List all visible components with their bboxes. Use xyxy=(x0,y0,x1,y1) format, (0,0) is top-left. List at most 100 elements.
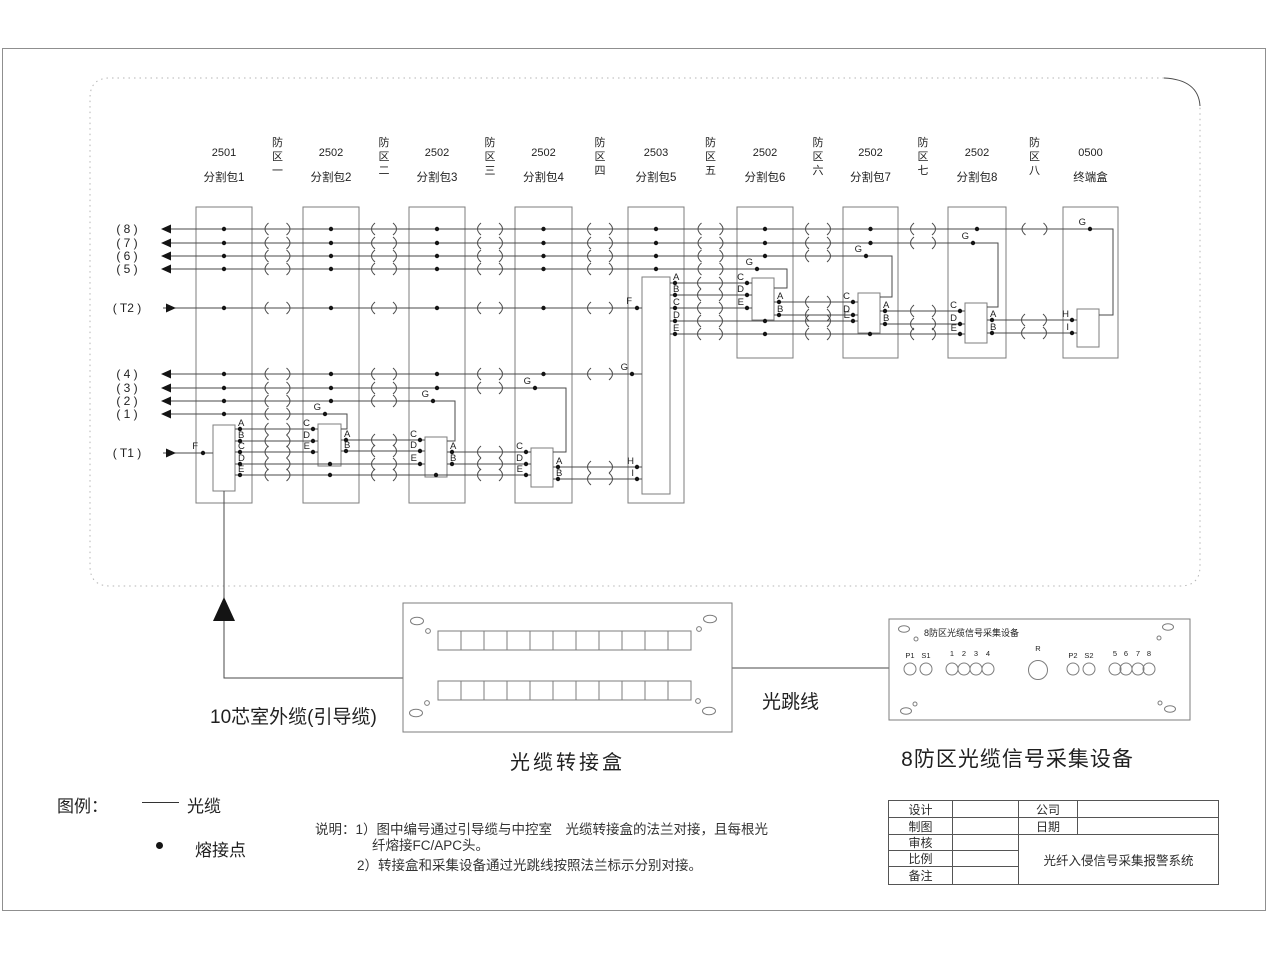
mounting-hole xyxy=(1156,635,1162,641)
port-label: A xyxy=(450,441,457,452)
connector-arc xyxy=(498,468,503,482)
connector-arc xyxy=(931,236,936,250)
note-line-3: 2）转接盒和采集设备通过光跳线按照法兰标示分别对接。 xyxy=(357,858,703,873)
port-label: C xyxy=(843,291,850,302)
connector-arc xyxy=(608,301,613,315)
arrow-head xyxy=(161,409,171,419)
connector-arc xyxy=(264,434,269,448)
zone-label: 区 xyxy=(379,151,390,163)
zone-port-label: 5 xyxy=(1113,649,1117,658)
splice-dot xyxy=(653,253,659,259)
connector-arc xyxy=(264,407,269,421)
connector-arc xyxy=(392,468,397,482)
splice-dot xyxy=(541,226,546,232)
connector-arc xyxy=(587,301,592,315)
zone-label: 三 xyxy=(485,165,496,177)
connector-arc xyxy=(286,236,291,250)
row-label: ( 5 ) xyxy=(116,262,137,276)
splice-dot xyxy=(449,461,455,467)
splice-dot xyxy=(957,308,963,314)
connector-arc xyxy=(587,222,592,236)
port-label: A xyxy=(556,456,563,467)
connector-arc xyxy=(371,367,376,381)
flange-port xyxy=(437,680,462,701)
flange-port xyxy=(506,630,531,651)
connector-arc xyxy=(697,276,702,290)
reset-port-label: R xyxy=(1035,644,1041,653)
port-label: E xyxy=(411,453,417,464)
zone-label: 四 xyxy=(595,165,606,177)
splice-dot xyxy=(221,371,227,377)
splice-dot xyxy=(328,266,334,272)
connector-arc xyxy=(805,308,810,322)
port-label: C xyxy=(238,441,245,452)
splice-enclosure-9 xyxy=(1062,206,1119,359)
splice-dot xyxy=(221,385,227,391)
connector-arc xyxy=(264,236,269,250)
connector-arc xyxy=(587,472,592,486)
mounting-hole xyxy=(696,626,702,632)
branch-label: G xyxy=(314,402,321,413)
connector-arc xyxy=(286,367,291,381)
connector-arc xyxy=(477,249,482,263)
connector-arc xyxy=(719,262,724,276)
splice-dot xyxy=(434,266,440,272)
splice-dot xyxy=(672,280,678,286)
connector-arc xyxy=(608,249,613,263)
column-name: 分割包5 xyxy=(636,170,677,184)
flange-port xyxy=(460,630,485,651)
splice-dot xyxy=(523,449,529,455)
splice-enclosure-8 xyxy=(947,206,1007,359)
splice-dot xyxy=(762,253,768,259)
branch-label: G xyxy=(524,376,531,387)
port-label: P1 xyxy=(905,651,914,660)
splice-dot xyxy=(989,317,995,323)
connector-arc xyxy=(498,236,503,250)
port-label: A xyxy=(883,300,890,311)
connector-arc xyxy=(392,367,397,381)
port-label: H xyxy=(627,456,634,467)
connector-arc xyxy=(910,222,915,236)
splice-tray-2 xyxy=(317,423,342,467)
connector-arc xyxy=(392,444,397,458)
device-caption: 8防区光缆信号采集设备 xyxy=(901,748,1134,771)
feed-label: F xyxy=(626,296,632,307)
connector-arc xyxy=(286,468,291,482)
fiber-port xyxy=(945,662,959,676)
connector-arc xyxy=(371,262,376,276)
splice-dot xyxy=(343,448,349,454)
fiber-port xyxy=(919,662,933,676)
lead-cable-line xyxy=(223,491,403,679)
row-label: ( T2 ) xyxy=(113,301,141,315)
row-label: ( T1 ) xyxy=(113,446,141,460)
tb-date-label: 日期 xyxy=(1019,818,1078,835)
connector-arc xyxy=(910,236,915,250)
branch-link xyxy=(973,242,999,308)
fiber-port xyxy=(981,662,995,676)
connector-arc xyxy=(498,301,503,315)
note-line-2: 纤熔接FC/APC头。 xyxy=(372,838,490,853)
column-code: 2502 xyxy=(965,147,989,159)
splice-dot xyxy=(523,461,529,467)
connector-arc xyxy=(477,301,482,315)
connector-arc xyxy=(392,236,397,250)
connector-arc xyxy=(264,468,269,482)
splice-dot xyxy=(541,371,546,377)
branch-label: G xyxy=(621,362,628,373)
splice-dot xyxy=(328,226,334,232)
connector-arc xyxy=(371,468,376,482)
connector-arc xyxy=(826,314,831,328)
connector-arc xyxy=(477,457,482,471)
connector-arc xyxy=(1021,326,1026,340)
splice-dot xyxy=(555,464,561,470)
lead-cable-label: 10芯室外缆(引导缆) xyxy=(210,707,377,728)
connector-arc xyxy=(286,457,291,471)
splice-dot xyxy=(754,266,760,272)
connector-arc xyxy=(697,262,702,276)
connector-arc xyxy=(498,222,503,236)
splice-dot xyxy=(417,461,423,467)
tb-company-label: 公司 xyxy=(1019,801,1078,818)
splice-dot xyxy=(434,253,440,259)
